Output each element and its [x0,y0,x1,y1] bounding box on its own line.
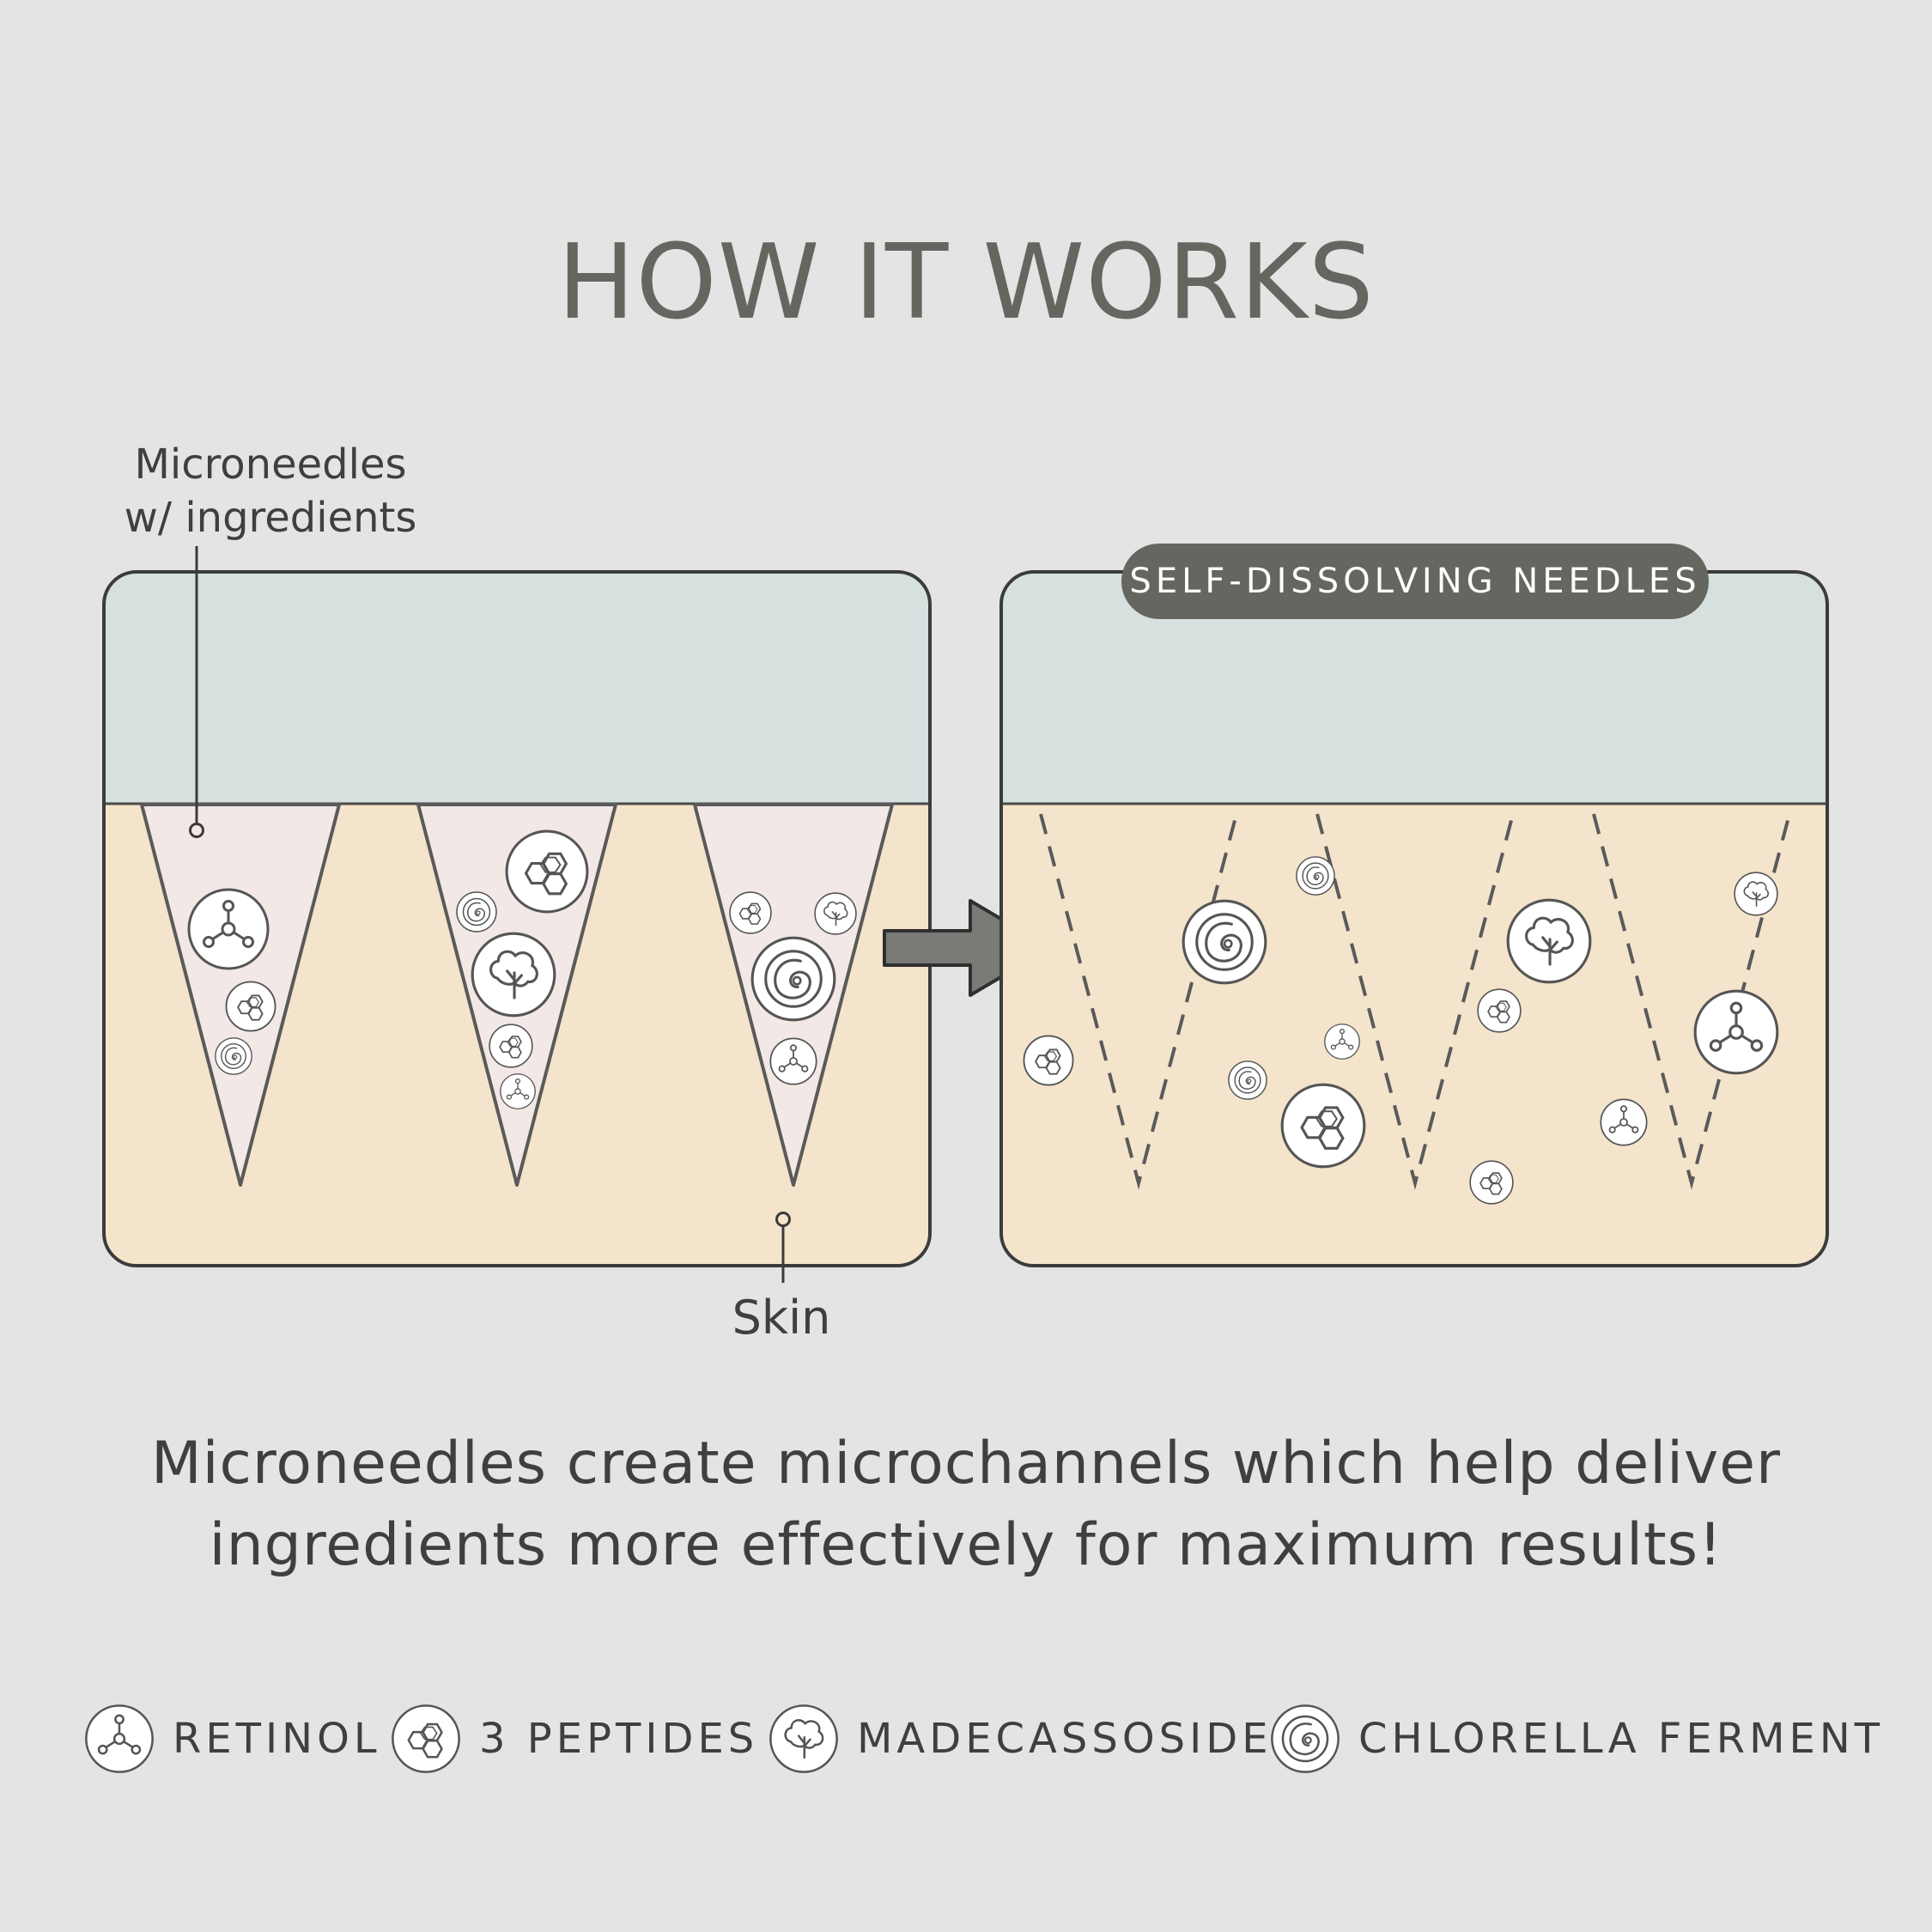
madecassoside-icon [1506,898,1592,984]
self-dissolving-badge: SELF-DISSOLVING NEEDLES [1121,544,1709,619]
microneedles-label: Microneedles w/ ingredients [103,438,438,544]
peptides-icon [489,1024,533,1068]
retinol-icon [85,1704,154,1773]
chlorella-icon [1271,1704,1340,1773]
right-panel [999,570,1829,1267]
microneedles-leader-dot [189,823,204,838]
legend-item-chlorella: CHLORELLA FERMENT [1269,1704,1885,1773]
madecassoside-icon [769,1704,838,1773]
skin-label: Skin [732,1291,831,1345]
legend-item-peptides: 3 PEPTIDES [390,1704,759,1773]
peptides-icon [1280,1083,1366,1169]
chlorella-icon [456,891,497,933]
legend-label-chlorella: CHLORELLA FERMENT [1358,1715,1885,1763]
chlorella-icon [1296,856,1335,896]
peptides-icon [392,1704,460,1773]
chlorella-icon [1182,899,1267,985]
retinol-icon [769,1037,817,1085]
peptides-icon [1023,1035,1074,1086]
peptides-icon [225,981,276,1032]
peptides-icon [729,891,772,934]
description-line-1: Microneedles create microchannels which … [150,1430,1782,1498]
chlorella-icon [1228,1060,1267,1100]
retinol-icon [1600,1098,1648,1146]
madecassoside-icon [1734,872,1778,916]
microneedles-label-line1: Microneedles [134,440,407,489]
retinol-icon [1693,989,1779,1075]
skin-leader-dot [775,1212,791,1227]
peptides-icon [1469,1160,1514,1205]
legend-item-madecassoside: MADECASSOSIDE [768,1704,1273,1773]
peptides-icon [505,829,589,914]
madecassoside-icon [471,932,556,1018]
retinol-icon [187,888,270,970]
patch-layer [104,572,930,804]
left-panel-frame [102,570,932,1267]
legend-label-madecassoside: MADECASSOSIDE [857,1715,1273,1763]
chlorella-icon [750,936,836,1022]
retinol-icon [500,1073,536,1109]
legend-label-retinol: RETINOL [173,1715,381,1763]
legend-item-retinol: RETINOL [83,1704,381,1773]
chlorella-icon [215,1037,252,1075]
left-panel [102,546,932,1283]
peptides-icon [1477,988,1522,1033]
microneedles-label-line2: w/ ingredients [124,494,417,542]
legend-label-peptides: 3 PEPTIDES [479,1715,759,1763]
page-title: HOW IT WORKS [557,223,1375,343]
retinol-icon [1324,1024,1360,1060]
description-line-2: ingredients more effectively for maximum… [209,1511,1723,1579]
madecassoside-icon [814,892,857,935]
